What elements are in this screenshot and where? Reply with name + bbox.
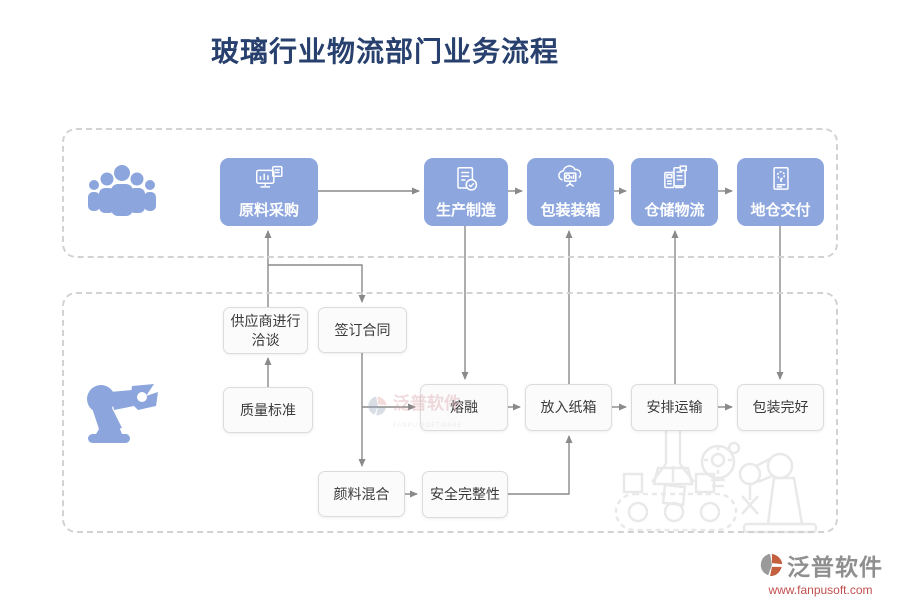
task-box-supplier-negotiation: 供应商进行洽谈 [223,307,308,354]
task-box-arrange-transport: 安排运输 [631,384,718,431]
task-label: 安全完整性 [430,486,500,503]
process-box-warehouse-logistics: 仓储物流 [631,158,718,226]
task-label: 安排运输 [646,399,703,416]
task-label: 放入纸箱 [540,399,597,416]
fanpu-logo-icon [368,396,387,416]
watermark-subtitle: FANPU SOFTWARE [393,423,463,429]
process-label: 原料采购 [238,202,299,219]
task-box-quality-standard: 质量标准 [223,387,313,433]
process-box-production: 生产制造 [424,158,508,226]
task-label: 质量标准 [240,401,296,418]
fanpu-logo-icon [760,553,783,577]
process-box-raw-material-procurement: 原料采购 [220,158,318,226]
document-check-icon [457,166,478,191]
footer-brand-name: 泛普软件 [787,554,883,580]
task-box-packaging-intact: 包装完好 [737,384,824,431]
process-label: 生产制造 [435,202,496,219]
process-label: 仓储物流 [644,202,705,219]
task-label: 供应商进行洽谈 [230,313,301,348]
process-label: 包装装箱 [540,202,601,219]
task-box-put-in-carton: 放入纸箱 [525,384,612,431]
lane-departments [62,128,838,258]
watermark-brand: 泛普软件 [393,394,461,413]
center-watermark: 泛普软件 FANPU SOFTWARE [366,395,486,429]
robot-arm-icon [87,384,158,443]
machines-decoration-icon [614,430,818,534]
cloud-board-icon [557,165,581,188]
monitor-chart-icon [255,165,283,188]
process-box-delivery: 地仓交付 [737,158,824,226]
task-label: 颜料混合 [333,485,390,502]
process-label: 地仓交付 [750,202,811,219]
lane-operations [62,292,838,533]
footer-brand: 泛普软件 www.fanpusoft.com [748,548,893,597]
task-box-pigment-mixing: 颜料混合 [318,471,405,517]
people-group-icon [88,165,156,216]
task-box-sign-contract: 签订合同 [318,307,407,353]
document-bulb-icon [772,166,789,190]
task-label: 包装完好 [752,399,809,416]
page-title: 玻璃行业物流部门业务流程 [210,36,559,67]
task-label: 签订合同 [334,321,391,338]
task-box-melting: 熔融 [420,384,508,431]
task-box-safety-integrity: 安全完整性 [422,471,508,518]
calculator-list-icon [663,165,687,189]
task-label: 熔融 [450,399,478,416]
process-box-packing: 包装装箱 [527,158,614,226]
footer-brand-url: www.fanpusoft.com [768,583,873,597]
